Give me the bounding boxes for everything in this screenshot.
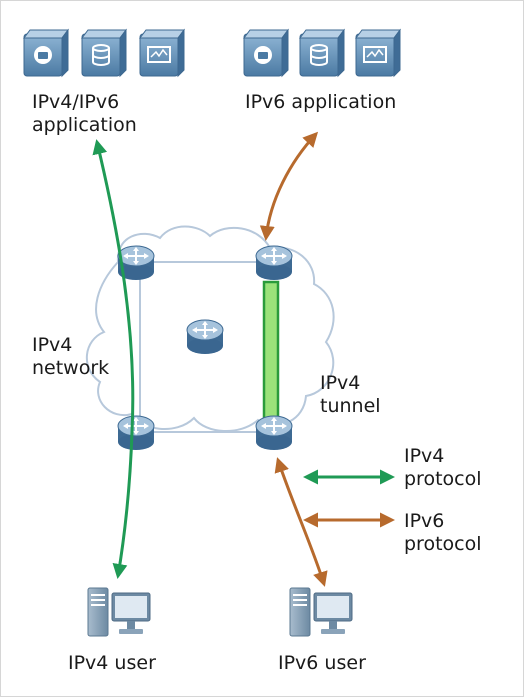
user-right-label: IPv6 user — [278, 652, 366, 674]
database-server-icon — [299, 29, 345, 77]
app-left-label-line1: IPv4/IPv6 — [32, 91, 120, 113]
legend-ipv4-label-line1: IPv4 — [404, 445, 445, 467]
ipv6-protocol-path-bottom — [274, 457, 328, 587]
router-icon — [117, 415, 155, 451]
server-group-right — [243, 29, 401, 77]
camera-server-icon — [23, 29, 69, 77]
app-left-label-line2: application — [32, 114, 137, 136]
monitor-server-icon — [139, 29, 185, 77]
ipv6-protocol-path-top — [259, 131, 319, 241]
camera-server-icon — [243, 29, 289, 77]
server-group-left — [23, 29, 185, 77]
router-icon — [255, 245, 293, 281]
ipv4-protocol-path — [92, 139, 135, 579]
router-icon — [186, 319, 224, 355]
network-label-line1: IPv4 — [32, 334, 73, 356]
legend-ipv4-label-line2: protocol — [404, 468, 482, 490]
app-right-label: IPv6 application — [245, 91, 397, 113]
legend-ipv6-label-line2: protocol — [404, 533, 482, 555]
pc-user-icon — [289, 587, 353, 637]
router-icon — [255, 415, 293, 451]
pc-user-icon — [87, 587, 151, 637]
database-server-icon — [81, 29, 127, 77]
tunnel-label-line2: tunnel — [320, 395, 381, 417]
legend-ipv6-label-line1: IPv6 — [404, 510, 445, 532]
ipv4-tunnel-bar — [262, 280, 280, 426]
tunnel-label-line1: IPv4 — [320, 372, 361, 394]
user-left-label: IPv4 user — [68, 652, 156, 674]
network-label-line2: network — [32, 357, 110, 379]
monitor-server-icon — [355, 29, 401, 77]
